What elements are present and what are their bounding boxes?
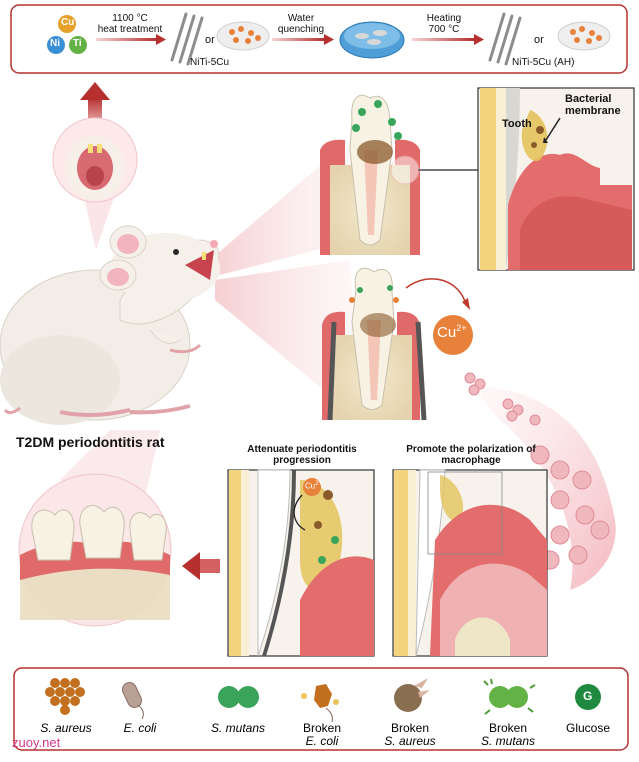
rod-icon-1: [170, 12, 204, 66]
tooth-treated: [322, 267, 470, 421]
product2-label: NiTi-5Cu (AH): [512, 57, 575, 68]
process-arrow-1: [96, 38, 156, 41]
process-arrow-2: [272, 38, 324, 41]
tooth-diseased: [320, 94, 420, 255]
panel-right-macrophage: [392, 469, 548, 657]
cu-ion-label: Cu2+: [437, 323, 467, 341]
cu-ion-small-label: Cu2+: [305, 481, 323, 491]
rat-label: T2DM periodontitis rat: [16, 434, 165, 450]
rat-illustration: [0, 225, 220, 425]
macrophage-swoosh: [470, 385, 616, 590]
ti-element-icon: [69, 36, 87, 54]
product1-label: NiTi-5Cu: [190, 57, 230, 68]
cu-ion-icon: [433, 315, 473, 355]
legend-broken-s-aureus-icon: [394, 678, 430, 712]
watermark: zuoy.net: [12, 735, 61, 750]
water-dish-icon: [339, 21, 405, 59]
ni-element-icon: [47, 36, 65, 54]
teeth-closeup: [18, 473, 172, 627]
legend-broken-s-mutans-icon: [483, 678, 536, 715]
process-arrow-3: [412, 38, 474, 41]
legend-s-aureus-label: S. aureus: [40, 721, 92, 735]
rat-mouth-closeup: [52, 117, 138, 203]
ti-element-label: Ti: [73, 38, 82, 49]
disc-icon-1: [216, 21, 270, 51]
or-label-1: or: [205, 34, 215, 46]
disc-icon-2: [557, 21, 611, 51]
legend-e-coli-label: E. coli: [123, 721, 157, 735]
legend-broken-e-coli-icon: [301, 684, 339, 723]
cu-element-label: Cu: [61, 17, 75, 28]
or-label-2: or: [534, 34, 544, 46]
legend-glucose-icon: [575, 684, 601, 710]
beam-to-top-tooth: [210, 140, 355, 275]
inset-bacterial-membrane: [477, 87, 635, 271]
legend-s-aureus-icon: [45, 678, 85, 715]
tooth-label: Tooth: [502, 118, 532, 130]
left-arrow: [182, 552, 220, 580]
rod-icon-2: [488, 12, 522, 66]
legend-s-mutans-icon: [218, 686, 259, 708]
legend-glucose-label: Glucose: [565, 721, 611, 735]
legend-s-mutans-label: S. mutans: [210, 721, 266, 735]
panel-left-periodontitis: [227, 469, 375, 657]
glucose-icon-letter: G: [583, 689, 593, 703]
legend-frame: [13, 667, 629, 751]
cu-element-icon: [58, 15, 76, 33]
legend-e-coli-icon: [121, 682, 144, 720]
ni-element-label: Ni: [50, 38, 60, 49]
